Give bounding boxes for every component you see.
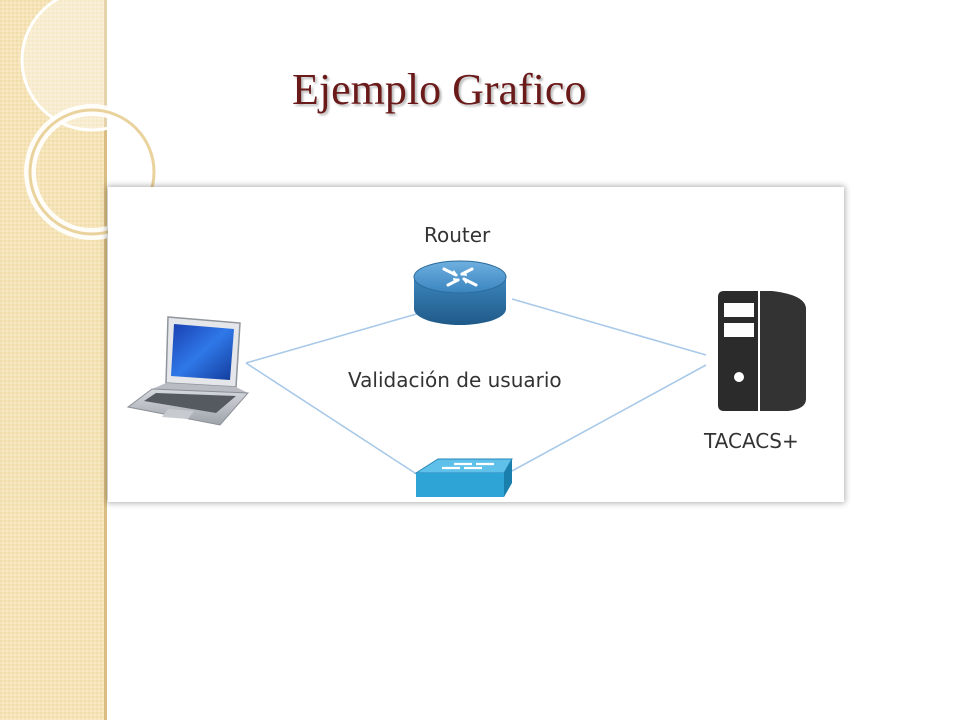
network-links <box>245 298 707 476</box>
router-label: Router <box>424 223 491 247</box>
side-band-edge <box>104 0 107 720</box>
link-router-server <box>511 298 707 356</box>
link-switch-server <box>511 364 707 472</box>
router-icon <box>413 260 507 325</box>
slide-title: Ejemplo Grafico <box>292 65 587 114</box>
server-tower-icon <box>718 291 806 411</box>
laptop-icon <box>126 316 250 426</box>
link-laptop-switch <box>245 362 419 476</box>
network-diagram: Router Validación de usuario TACACS+ <box>108 187 844 502</box>
decorative-circles <box>20 0 164 240</box>
switch-icon <box>414 458 513 497</box>
diagram-canvas <box>126 260 806 497</box>
link-laptop-router <box>245 312 421 364</box>
validation-label: Validación de usuario <box>348 368 562 392</box>
tacacs-server-label: TACACS+ <box>704 429 799 453</box>
